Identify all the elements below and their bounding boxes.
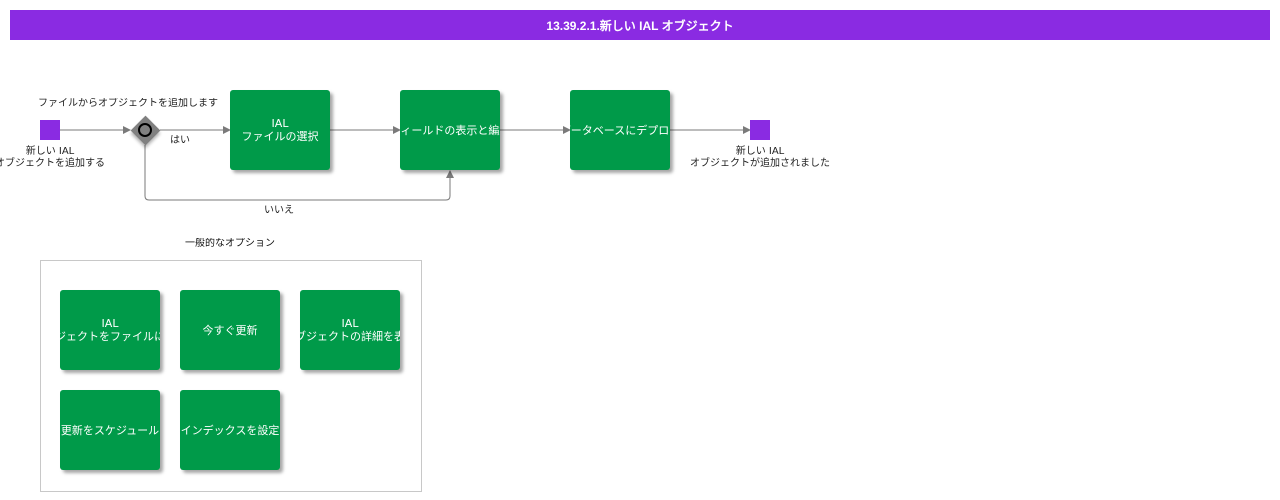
diagram-title: 13.39.2.1.新しい IAL オブジェクト xyxy=(546,18,734,33)
group-title: 一般的なオプション xyxy=(185,238,275,249)
task-save-object-to-file-line2: オブジェクトをファイルに保存 xyxy=(60,330,160,343)
end-event[interactable] xyxy=(750,120,770,140)
start-event-label-line2: オブジェクトを追加する xyxy=(0,158,105,169)
edge-gateway-no xyxy=(144,145,454,201)
task-select-ial-file-line2: ファイルの選択 xyxy=(241,130,319,143)
task-schedule-update[interactable]: 更新をスケジュール xyxy=(60,390,160,470)
task-schedule-update-line1: 更新をスケジュール xyxy=(60,423,160,437)
start-event-label: 新しい IAL オブジェクトを追加する xyxy=(0,146,110,170)
task-view-edit-fields[interactable]: フィールドの表示と編集 xyxy=(400,90,500,170)
task-update-now-line1: 今すぐ更新 xyxy=(202,323,258,337)
task-deploy-to-database[interactable]: データベースにデプロイ xyxy=(570,90,670,170)
task-show-object-details-line1: IAL xyxy=(341,317,359,330)
gateway-no-label: いいえ xyxy=(264,205,294,216)
task-save-object-to-file[interactable]: IAL オブジェクトをファイルに保存 xyxy=(60,290,160,370)
task-set-index-line1: インデックスを設定 xyxy=(180,423,280,437)
task-view-edit-fields-line1: フィールドの表示と編集 xyxy=(400,123,500,137)
gateway-question-label: ファイルからオブジェクトを追加します xyxy=(38,98,218,109)
start-event-label-line1: 新しい IAL xyxy=(25,146,75,157)
gateway-circle-icon xyxy=(138,123,152,137)
end-event-label-line2: オブジェクトが追加されました xyxy=(690,158,830,169)
start-event[interactable] xyxy=(40,120,60,140)
task-select-ial-file[interactable]: IAL ファイルの選択 xyxy=(230,90,330,170)
end-event-label-line1: 新しい IAL xyxy=(735,146,785,157)
diagram-title-bar: 13.39.2.1.新しい IAL オブジェクト xyxy=(10,10,1270,40)
task-set-index[interactable]: インデックスを設定 xyxy=(180,390,280,470)
task-deploy-to-database-line1: データベースにデプロイ xyxy=(570,123,670,137)
gateway-yes-label: はい xyxy=(170,135,190,146)
task-show-object-details-line2: オブジェクトの詳細を表示 xyxy=(300,330,400,343)
task-update-now[interactable]: 今すぐ更新 xyxy=(180,290,280,370)
task-save-object-to-file-line1: IAL xyxy=(101,317,119,330)
task-show-object-details[interactable]: IAL オブジェクトの詳細を表示 xyxy=(300,290,400,370)
end-event-label: 新しい IAL オブジェクトが追加されました xyxy=(680,146,840,170)
task-select-ial-file-line1: IAL xyxy=(271,117,289,130)
